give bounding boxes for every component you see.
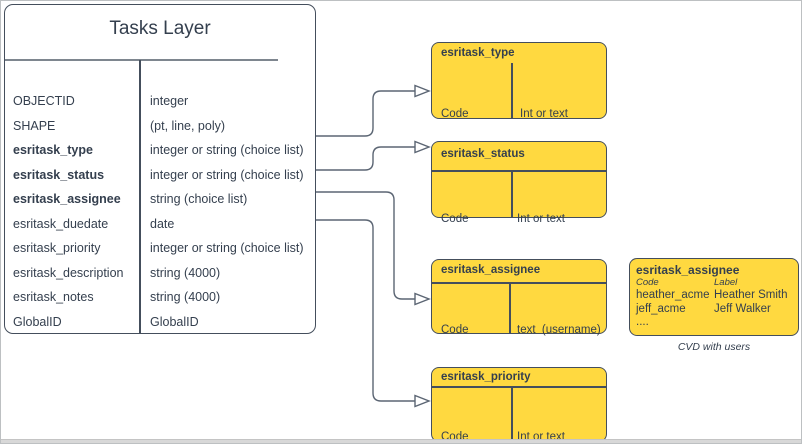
cvd-title: esritask_assignee [636, 263, 740, 277]
cvd-label-header: Label [714, 277, 738, 288]
entity-column-divider [511, 170, 513, 217]
entity-box-esritask-priority: esritask_priority Code Description Int o… [431, 367, 607, 443]
cvd-box-esritask-assignee: esritask_assignee Code heather_acme jeff… [629, 258, 799, 336]
field-name: esritask_notes [13, 290, 94, 304]
connector-esritask-type [316, 90, 415, 137]
entity-box-esritask-assignee: esritask_assignee Code Description text … [431, 259, 607, 384]
field-type: string (choice list) [150, 192, 248, 206]
field-name: GlobalID [13, 314, 62, 329]
field-type: (pt, line, poly) [150, 118, 226, 133]
tasks-layer-title: Tasks Layer [109, 18, 211, 39]
entity-box-esritask-status: esritask_status Code Description Int or … [431, 141, 607, 273]
arrowhead-esritask-type [414, 84, 431, 98]
entity-title: esritask_assignee [441, 264, 541, 276]
entity-title: esritask_type [441, 47, 515, 59]
arrowhead-esritask-priority [414, 394, 431, 408]
entity-header-divider [431, 282, 607, 284]
field-name: esritask_duedate [13, 216, 109, 231]
entity-cell: Int or text [520, 108, 568, 120]
connector-esritask-priority [316, 219, 415, 402]
field-name: esritask_assignee [13, 192, 121, 206]
field-row: OBJECTID integer [5, 89, 315, 114]
cvd-ellipsis: .... [636, 316, 649, 328]
column-divider-line [139, 60, 141, 333]
arrowhead-esritask-status [414, 140, 431, 154]
field-name: SHAPE [13, 118, 56, 133]
connector-esritask-assignee [316, 191, 415, 300]
field-type: integer or string (choice list) [150, 143, 304, 157]
field-type: string (4000) [150, 265, 221, 280]
entity-title: esritask_priority [441, 371, 531, 383]
field-row: esritask_type integer or string (choice … [5, 138, 315, 163]
entity-title: esritask_status [441, 148, 525, 160]
field-row: esritask_notes string (4000) [5, 285, 315, 310]
entity-cell: Int or text [517, 213, 565, 225]
field-name: esritask_description [13, 265, 124, 280]
field-type: integer or string (choice list) [150, 241, 304, 255]
window-edge-strip [1, 439, 801, 443]
tasks-layer-table: Tasks Layer OBJECTID integer SHAPE (pt, … [4, 4, 316, 334]
cvd-caption: CVD with users [677, 341, 751, 353]
field-name: esritask_type [13, 143, 93, 157]
field-row: esritask_assignee string (choice list) [5, 187, 315, 212]
field-list: OBJECTID integer SHAPE (pt, line, poly) … [5, 89, 315, 334]
entity-cell: Code [441, 108, 469, 120]
field-type: GlobalID [150, 314, 199, 329]
title-divider-line [5, 59, 278, 61]
field-row: esritask_priority integer or string (cho… [5, 236, 315, 261]
entity-column-divider [511, 386, 513, 441]
cvd-code-value: heather_acme [636, 289, 710, 301]
field-row: esritask_description string (4000) [5, 261, 315, 286]
field-row: GlobalID GlobalID [5, 310, 315, 335]
cvd-code-header: Code [636, 277, 659, 288]
connector-esritask-status [316, 146, 415, 171]
field-type: string (4000) [150, 290, 221, 304]
field-type: integer or string (choice list) [150, 167, 304, 182]
field-type: date [150, 216, 175, 231]
entity-cell: Code [441, 324, 469, 336]
field-name: OBJECTID [13, 94, 75, 108]
field-row: SHAPE (pt, line, poly) [5, 114, 315, 139]
entity-header-divider [431, 170, 607, 172]
cvd-code-value: jeff_acme [636, 302, 686, 315]
field-row: esritask_duedate date [5, 212, 315, 237]
field-name: esritask_status [13, 167, 105, 182]
cvd-code-column: Code heather_acme jeff_acme .... [636, 276, 710, 330]
entity-header-divider [431, 386, 607, 388]
field-row: esritask_status integer or string (choic… [5, 163, 315, 188]
entity-cell: text (username) [517, 324, 601, 336]
entity-cell: Code [441, 213, 469, 225]
cvd-label-value: Jeff Walker [714, 302, 771, 315]
arrowhead-esritask-assignee [414, 292, 431, 306]
entity-column-divider [509, 282, 511, 333]
entity-col-types: Int or text text (255) [517, 397, 566, 443]
cvd-label-value: Heather Smith [714, 289, 788, 301]
field-name: esritask_priority [13, 241, 101, 255]
cvd-label-column: Label Heather Smith Jeff Walker [714, 276, 788, 316]
field-type: integer [150, 94, 189, 108]
entity-column-divider [511, 63, 513, 118]
entity-box-esritask-type: esritask_type Code Description Int or te… [431, 42, 607, 168]
entity-col-fields: Code Description [441, 397, 499, 443]
